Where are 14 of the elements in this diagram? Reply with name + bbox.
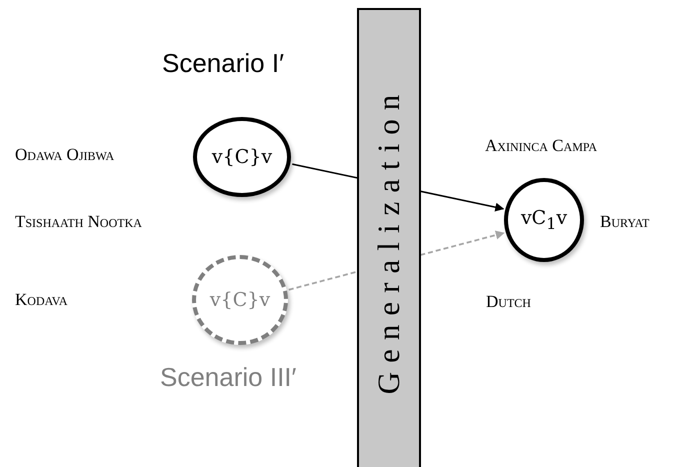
scenario-heading: Scenario I′ <box>162 48 284 79</box>
language-name: Axininca Campa <box>485 136 598 156</box>
node-label: v{C}v <box>210 289 270 311</box>
language-name: Dutch <box>486 292 531 312</box>
scenario-heading: Scenario III′ <box>160 362 296 393</box>
arrow <box>288 230 505 291</box>
arrow <box>292 163 504 212</box>
language-name: Buryat <box>600 212 650 232</box>
language-name: Tsishaath Nootka <box>15 212 142 232</box>
node-label: v{C}v <box>212 146 272 168</box>
language-name: Kodava <box>15 290 68 310</box>
language-name: Odawa Ojibwa <box>15 145 114 165</box>
node-label: vC$_{1}$v <box>520 207 568 233</box>
band-label: Generalization <box>371 85 407 394</box>
